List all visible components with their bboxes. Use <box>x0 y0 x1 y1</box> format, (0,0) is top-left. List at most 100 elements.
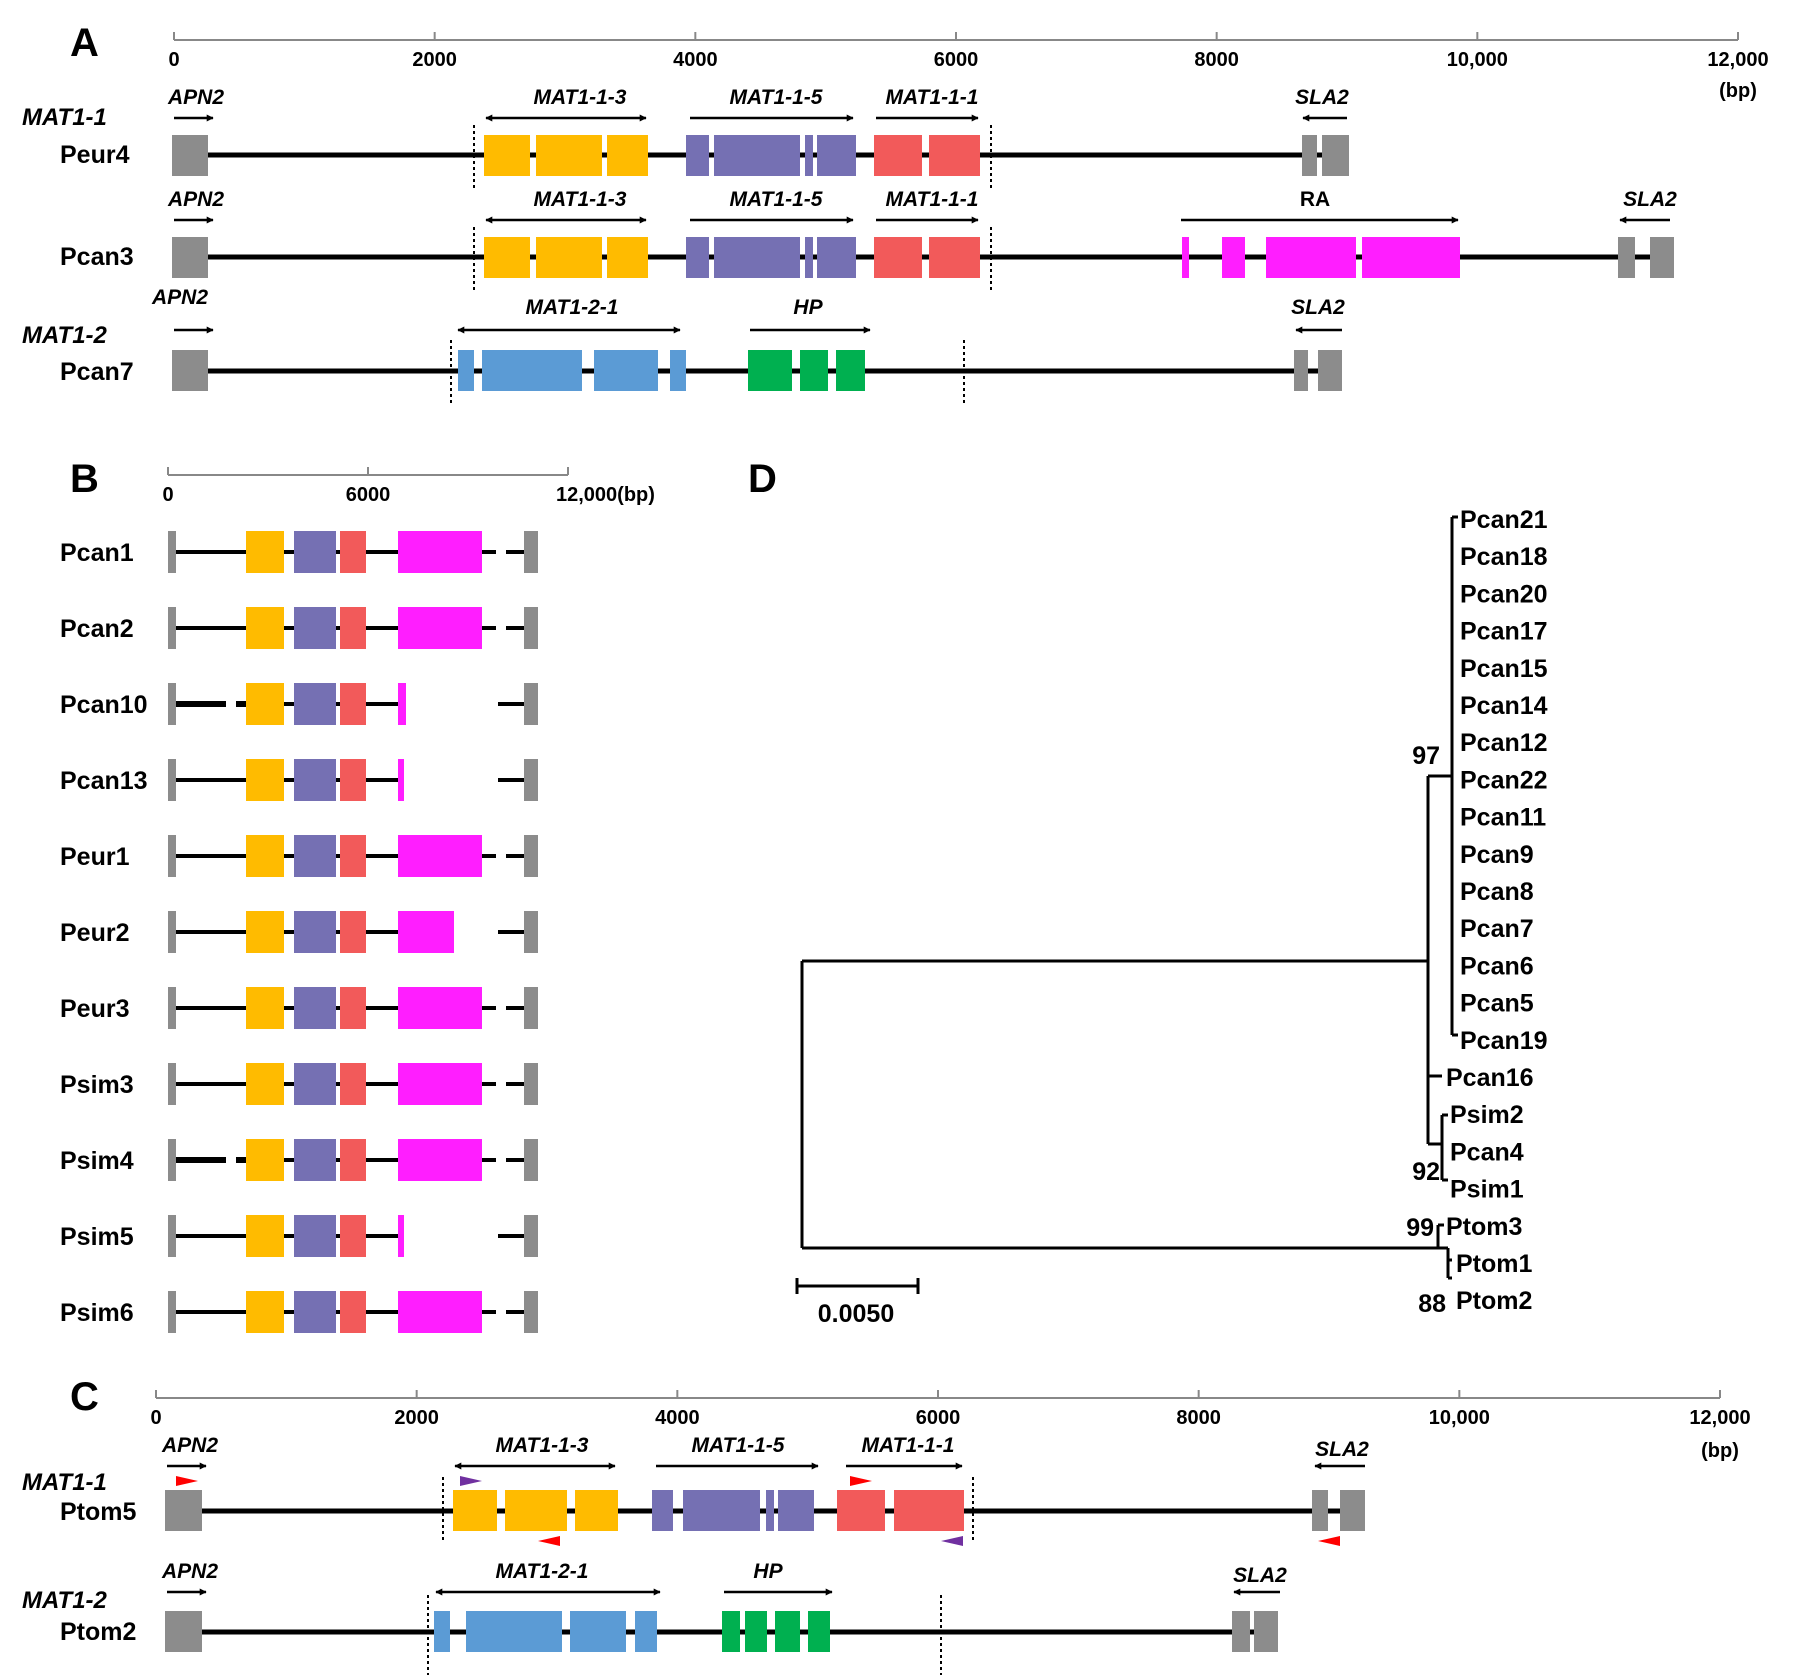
gene-label-hp: HP <box>753 1560 783 1583</box>
locus-row-psim6: Psim6 <box>60 1291 538 1333</box>
primer-arrowhead <box>538 1536 560 1546</box>
gene-block-hp <box>836 350 865 391</box>
gene-block-mat1-1-3 <box>536 237 602 278</box>
gene-block-mat1-1-3 <box>484 135 530 176</box>
gene-label-sla2: SLA2 <box>1291 296 1345 319</box>
panel-letter-b: B <box>70 457 99 501</box>
panel-letter-d: D <box>748 457 777 501</box>
gene-block-sla2 <box>1232 1611 1250 1652</box>
gene-block-apn2 <box>172 350 208 391</box>
taxon-label: Pcan15 <box>1460 655 1548 683</box>
gene-block-ra <box>398 1215 404 1257</box>
gene-block-mat1-1-5 <box>817 237 856 278</box>
gene-block-mat1-1-5 <box>652 1490 673 1531</box>
gene-block-mat1-1-3 <box>505 1490 567 1531</box>
gene-block-mat1-1-1 <box>929 135 980 176</box>
row-label: Peur1 <box>60 843 130 871</box>
scale-tick-label: 2000 <box>394 1407 439 1429</box>
group-label-mat1-2: MAT1-2 <box>22 322 108 349</box>
gene-block-mat1-1-5 <box>817 135 856 176</box>
row-label: Ptom5 <box>60 1498 137 1526</box>
scale-tick-label: 0 <box>150 1407 161 1429</box>
gene-block-hp <box>748 350 792 391</box>
gene-block-mat1-1-3 <box>246 835 284 877</box>
group-label-mat1-2: MAT1-2 <box>22 1587 108 1614</box>
row-label: Ptom2 <box>60 1618 136 1646</box>
gene-block-mat1-1-1 <box>340 1063 366 1105</box>
gene-block-mat1-2-1 <box>458 350 474 391</box>
gene-block-mat1-1-3 <box>246 1063 284 1105</box>
primer-arrowhead <box>460 1476 482 1486</box>
gene-block-ra <box>398 531 482 573</box>
gene-block-apn2 <box>165 1611 202 1652</box>
panel-letter-c: C <box>70 1375 99 1419</box>
gene-block-apn2 <box>168 683 176 725</box>
gene-block-mat1-1-3 <box>246 911 284 953</box>
taxon-label: Pcan9 <box>1460 841 1534 869</box>
gene-label-sla2: SLA2 <box>1315 1438 1369 1461</box>
taxon-label: Ptom1 <box>1456 1250 1533 1278</box>
gene-label-mat1-1-5: MAT1-1-5 <box>692 1434 785 1457</box>
gene-block-mat1-1-1 <box>929 237 980 278</box>
taxon-label: Pcan14 <box>1460 692 1548 720</box>
phylogenetic-tree <box>800 515 1458 1280</box>
support-value: 92 <box>1412 1158 1440 1186</box>
locus-row-pcan2: Pcan2 <box>60 607 538 649</box>
gene-block-sla2 <box>524 911 538 953</box>
gene-label-apn2: APN2 <box>161 1434 218 1457</box>
gene-block-mat1-1-3 <box>607 135 648 176</box>
scale-tick-label: 0 <box>168 49 179 71</box>
scale-tick-label: 6000 <box>934 49 979 71</box>
scale-tick-label: 6000 <box>346 484 391 506</box>
gene-block-ra <box>398 1063 482 1105</box>
taxon-label: Psim2 <box>1450 1101 1524 1129</box>
taxon-label: Pcan21 <box>1460 506 1548 534</box>
row-label: Psim4 <box>60 1147 134 1175</box>
gene-block-ra <box>398 607 482 649</box>
locus-row-psim5: Psim5 <box>60 1215 538 1257</box>
gene-block-mat1-1-3 <box>575 1490 618 1531</box>
primer-arrowhead <box>941 1536 963 1546</box>
group-label-mat1-1: MAT1-1 <box>22 104 107 131</box>
gene-block-ra <box>398 911 454 953</box>
taxon-label: Pcan16 <box>1446 1064 1534 1092</box>
gene-block-ra <box>1266 237 1356 278</box>
gene-block-mat1-1-3 <box>536 135 602 176</box>
gene-block-mat1-1-1 <box>894 1490 964 1531</box>
taxon-label: Psim1 <box>1450 1176 1524 1204</box>
scale-tick-label: 10,000 <box>1447 49 1508 71</box>
primer-arrowhead <box>176 1476 198 1486</box>
gene-block-mat1-1-3 <box>607 237 648 278</box>
gene-block-mat1-1-1 <box>340 531 366 573</box>
gene-block-sla2 <box>1294 350 1308 391</box>
support-value: 97 <box>1412 742 1440 770</box>
gene-block-mat1-2-1 <box>570 1611 626 1652</box>
row-label: Peur3 <box>60 995 129 1023</box>
gene-block-mat1-1-3 <box>246 1139 284 1181</box>
gene-block-mat1-1-1 <box>340 607 366 649</box>
gene-block-mat1-1-5 <box>294 911 336 953</box>
taxon-label: Pcan5 <box>1460 990 1534 1018</box>
gene-block-mat1-1-3 <box>453 1490 497 1531</box>
scale-tick-label: 8000 <box>1176 1407 1221 1429</box>
gene-block-apn2 <box>168 759 176 801</box>
taxon-label: Pcan7 <box>1460 915 1534 943</box>
scale-bar-label: 0.0050 <box>818 1300 894 1328</box>
gene-block-mat1-2-1 <box>670 350 686 391</box>
gene-block-mat1-1-5 <box>294 607 336 649</box>
support-value: 88 <box>1418 1290 1446 1318</box>
scale-tick-label: 12,000 <box>1707 49 1768 71</box>
row-label: Pcan13 <box>60 767 148 795</box>
gene-label-mat1-1-1: MAT1-1-1 <box>886 86 979 109</box>
tree-scale-bar: 0.0050 <box>795 1278 920 1328</box>
gene-label-mat1-1-1: MAT1-1-1 <box>862 1434 955 1457</box>
taxon-label: Ptom3 <box>1446 1213 1522 1241</box>
gene-block-ra <box>398 683 406 725</box>
scale-tick-label: 6000 <box>916 1407 961 1429</box>
gene-block-mat1-1-5 <box>805 135 813 176</box>
taxon-label: Pcan19 <box>1460 1027 1548 1055</box>
locus-row-pcan3: Pcan3 APN2 MA <box>60 188 1677 290</box>
gene-block-mat1-1-1 <box>340 683 366 725</box>
gene-label-mat1-2-1: MAT1-2-1 <box>526 296 619 319</box>
